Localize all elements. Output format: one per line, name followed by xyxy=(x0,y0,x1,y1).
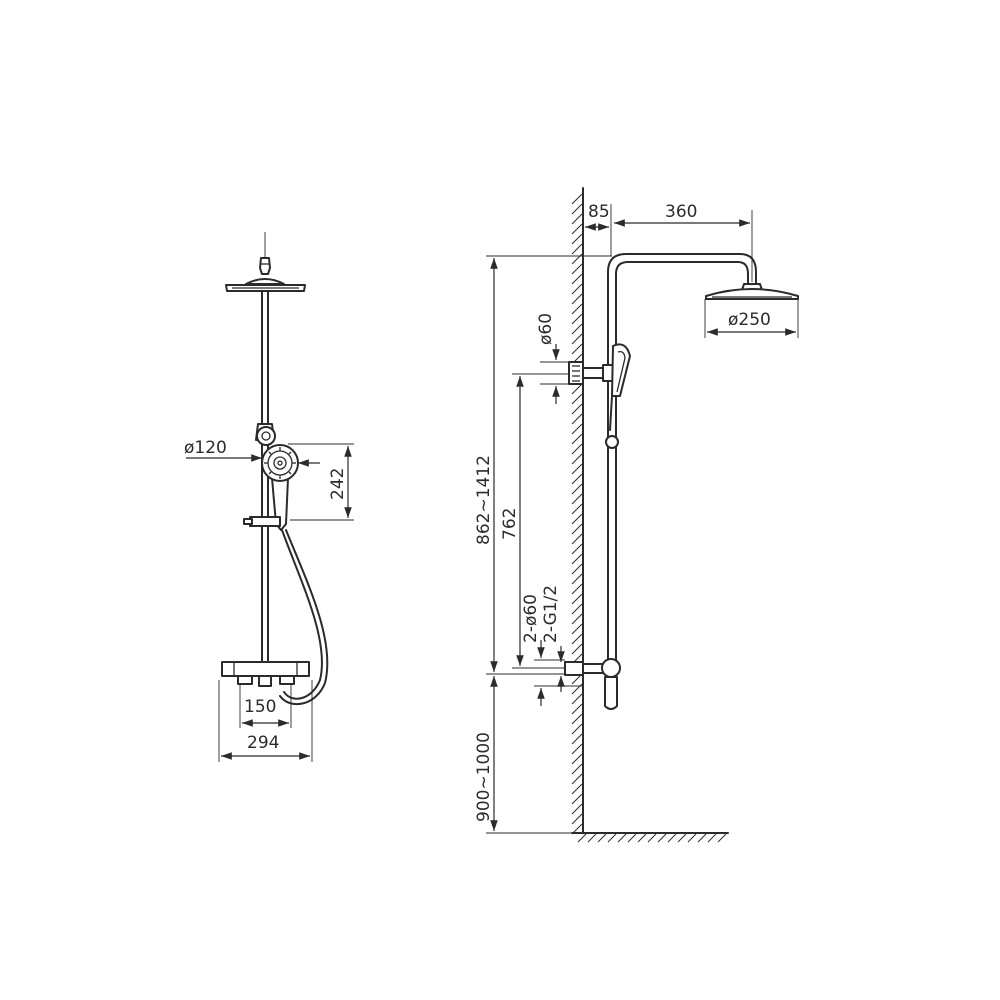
side-dim-total-height: 862~1412 xyxy=(474,255,612,675)
side-dim-wall-offset: 85 xyxy=(585,202,612,256)
side-label-rail-height: 762 xyxy=(500,508,520,540)
side-hose xyxy=(609,395,613,431)
side-label-head-diameter: ø250 xyxy=(728,310,771,330)
side-hand-shower xyxy=(611,343,631,397)
front-dim-mixer-centers: 150 xyxy=(239,684,292,728)
side-dim-rail-height: 762 xyxy=(500,373,570,669)
front-dim-mixer-width: 294 xyxy=(218,680,313,762)
front-dim-hand-shower-diameter: ø120 xyxy=(184,438,320,467)
side-label-inlet-thread: 2-G1/2 xyxy=(541,585,561,643)
side-dim-head-diameter: ø250 xyxy=(704,299,799,338)
side-rain-shower-head xyxy=(705,283,799,300)
front-thermostatic-mixer xyxy=(221,661,310,687)
side-view: 85 360 ø250 ø60 862~1412 xyxy=(474,187,799,843)
side-slider xyxy=(605,435,619,449)
front-rain-shower-head xyxy=(225,232,306,292)
front-label-mixer-centers: 150 xyxy=(244,697,276,717)
side-floor xyxy=(571,832,729,843)
side-dim-floor-height: 900~1000 xyxy=(474,676,572,834)
side-dim-inlet-thread: 2-G1/2 xyxy=(541,585,565,692)
side-dim-arm-projection: 360 xyxy=(614,202,753,282)
front-hand-shower-holder xyxy=(255,423,276,446)
side-lower-connection xyxy=(564,658,621,710)
side-dim-inlet-cover-diameter: 2-ø60 xyxy=(521,594,583,706)
side-label-inlet-cover-diameter: 2-ø60 xyxy=(521,594,541,643)
front-label-hand-shower-height: 242 xyxy=(328,468,348,500)
side-wall xyxy=(571,187,584,835)
side-label-floor-height: 900~1000 xyxy=(474,732,494,822)
side-riser-and-arm xyxy=(607,253,757,681)
side-label-total-height: 862~1412 xyxy=(474,455,494,545)
front-label-hand-shower-diameter: ø120 xyxy=(184,438,227,458)
side-dim-bracket-diameter: ø60 xyxy=(536,313,583,404)
front-slider xyxy=(243,516,281,527)
side-label-wall-offset: 85 xyxy=(588,202,610,222)
front-hose xyxy=(279,529,329,705)
side-label-arm-projection: 360 xyxy=(665,202,697,222)
front-view: ø120 242 150 294 xyxy=(184,232,354,762)
front-dim-hand-shower-height: 242 xyxy=(288,443,354,521)
side-label-bracket-diameter: ø60 xyxy=(536,313,556,345)
front-label-mixer-width: 294 xyxy=(247,733,279,753)
